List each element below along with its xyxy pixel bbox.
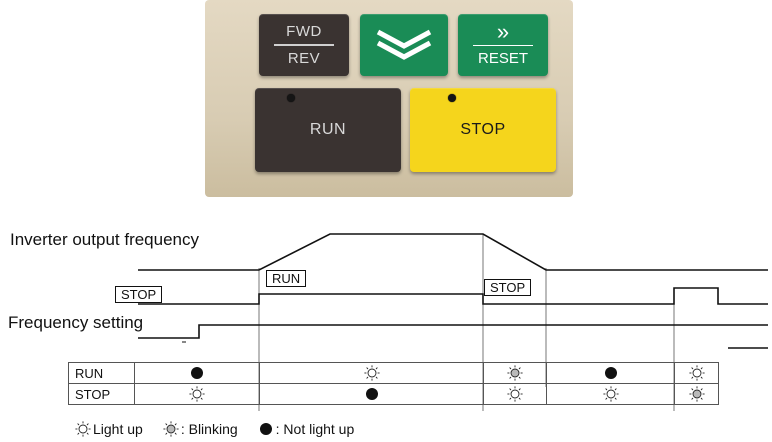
state-cell <box>675 384 719 405</box>
state-cell <box>675 363 719 384</box>
not-light-up-icon <box>364 386 380 402</box>
state-row-label: RUN <box>69 363 135 384</box>
light-up-icon <box>507 386 523 402</box>
light-up-icon <box>603 386 619 402</box>
light-up-icon <box>364 365 380 381</box>
state-row-label: STOP <box>69 384 135 405</box>
state-cell <box>484 363 547 384</box>
stop-tag-initial: STOP <box>115 286 162 303</box>
state-cell <box>260 384 484 405</box>
state-cell <box>547 363 675 384</box>
light-up-icon <box>189 386 205 402</box>
state-cell <box>260 363 484 384</box>
state-cell <box>135 384 260 405</box>
run-tag: RUN <box>266 270 306 287</box>
stop-tag-pressed: STOP <box>484 279 531 296</box>
legend-light-up-label: Light up <box>93 421 143 437</box>
state-row-stop: STOP <box>69 384 719 405</box>
inverter-output-frequency-label: Inverter output frequency <box>10 230 199 250</box>
state-cell <box>135 363 260 384</box>
not-light-up-icon <box>603 365 619 381</box>
frequency-setting-line <box>138 325 768 338</box>
not-light-up-icon <box>258 421 274 437</box>
state-row-run: RUN <box>69 363 719 384</box>
state-cell <box>484 384 547 405</box>
legend-light-up: Light up <box>75 421 143 437</box>
blinking-icon <box>163 421 179 437</box>
frequency-setting-label: Frequency setting <box>8 313 143 333</box>
legend: Light up : Blinking : Not light up <box>75 421 374 437</box>
state-cell <box>547 384 675 405</box>
light-up-icon <box>689 365 705 381</box>
blinking-icon <box>689 386 705 402</box>
output-frequency-line <box>138 234 768 270</box>
legend-not-light-up-label: : Not light up <box>276 421 355 437</box>
blinking-icon <box>507 365 523 381</box>
legend-blinking-label: : Blinking <box>181 421 238 437</box>
light-up-icon <box>75 421 91 437</box>
legend-blinking: : Blinking <box>163 421 238 437</box>
stop-signal-line <box>138 288 768 304</box>
legend-not-light-up: : Not light up <box>258 421 355 437</box>
not-light-up-icon <box>189 365 205 381</box>
